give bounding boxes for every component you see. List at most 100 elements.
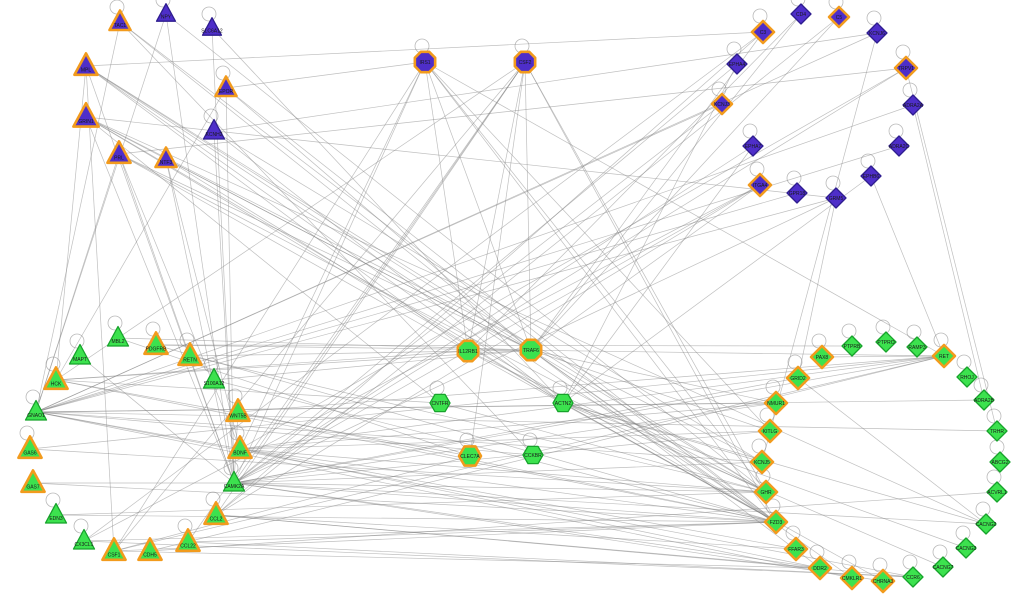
self-loop-ADRA2C	[888, 123, 904, 139]
self-loop-PTPRB	[841, 323, 857, 339]
node-TRHR[interactable]: TRHR	[986, 420, 1008, 442]
edge-PDGFRB-FZD3	[155, 344, 777, 523]
node-KITLG[interactable]: KITLG	[757, 418, 783, 444]
diamond-shape	[875, 331, 897, 353]
self-loop-KCNH2	[203, 108, 219, 124]
edge-CAMK2A-GRID2	[233, 377, 799, 484]
self-loop-MAPT	[69, 333, 85, 349]
node-TAC1[interactable]: TAC1	[108, 9, 132, 32]
node-ITGA4[interactable]: ITGA4	[747, 172, 773, 198]
node-ABCG2[interactable]: ABCG2	[989, 451, 1011, 473]
diamond-shape	[757, 418, 783, 444]
self-loop-ACTN2	[552, 380, 568, 396]
edge-CX3CL1-CCR6	[83, 540, 914, 578]
edge-MPL-FZD3	[85, 65, 777, 523]
node-EPHB6[interactable]: EPHB6	[860, 165, 882, 187]
edge-KCNH2-CAMK2A	[213, 130, 235, 484]
edge-PDGFRB-PTPRB	[155, 344, 853, 347]
node-KCNJ6[interactable]: KCNJ6	[866, 22, 888, 44]
node-GAS6[interactable]: GAS6	[17, 435, 43, 460]
node-MPL[interactable]: MPL	[73, 52, 99, 77]
node-NTF3[interactable]: NTF3	[154, 146, 178, 169]
node-PRL[interactable]: PRL	[106, 140, 132, 165]
node-CCL22[interactable]: CCL22	[175, 528, 201, 553]
node-MBL2[interactable]: MBL2	[106, 325, 130, 347]
node-IL12RB1[interactable]: IL12RB1	[456, 339, 480, 363]
node-CCR6[interactable]: CCR6	[902, 566, 924, 588]
node-GRM5[interactable]: GRM5	[825, 187, 847, 209]
edge-EDN3-FZD3	[55, 514, 777, 523]
node-C3[interactable]: C3	[750, 19, 776, 45]
edge-KCNH2-ACTN2	[213, 130, 564, 404]
edge-ACTN2-CACNG2	[562, 402, 987, 525]
node-CX3CL1[interactable]: CX3CL1	[72, 528, 96, 550]
node-MAPT[interactable]: MAPT	[68, 343, 92, 365]
node-PTPRB[interactable]: PTPRB	[841, 335, 863, 357]
self-loop-EPHA7	[742, 123, 758, 139]
node-CACNG3[interactable]: CACNG3	[955, 537, 977, 559]
edge-GRM5-GNAO1	[35, 197, 837, 413]
edge-GRIN1-CAMK2A	[85, 116, 235, 484]
node-ADRA2C[interactable]: ADRA2C	[888, 135, 910, 157]
octagon-shape	[513, 50, 537, 74]
edge-GRID2-CACNG2	[797, 377, 987, 525]
node-EDN3[interactable]: EDN3	[44, 502, 68, 524]
edge-ACTN2-FZD3	[562, 402, 777, 523]
node-CNTFR[interactable]: CNTFR	[429, 393, 451, 413]
edge-C3-CX3CL1	[83, 31, 764, 542]
edge-IRS1-IL12RB1	[424, 61, 469, 352]
node-HCK[interactable]: HCK	[43, 366, 69, 391]
triangle-shape	[137, 537, 163, 562]
node-RAMP3[interactable]: RAMP3	[906, 336, 928, 358]
node-KCNJ5[interactable]: KCNJ5	[749, 449, 775, 475]
diamond-shape	[989, 451, 1011, 473]
edge-EPOR-TRAF6	[225, 87, 532, 351]
node-TRPV1[interactable]: TRPV1	[893, 55, 919, 81]
node-ADRA2A[interactable]: ADRA2A	[902, 94, 924, 116]
node-DDR2[interactable]: DDR2	[807, 555, 833, 581]
node-GHR[interactable]: GHR	[753, 479, 779, 505]
node-GAS7[interactable]: GAS7	[20, 469, 46, 494]
edge-CCL2-DDR2	[215, 514, 821, 569]
node-CLEC7A[interactable]: CLEC7A	[457, 445, 483, 467]
octagon-shape	[519, 338, 543, 362]
edge-IL12RB1-GHR	[467, 350, 767, 493]
node-S100A12[interactable]: S100A12	[202, 367, 226, 389]
node-ACTN2[interactable]: ACTN2	[552, 393, 574, 413]
node-CSF2[interactable]: CSF2	[513, 50, 537, 74]
node-KCNJ3[interactable]: KCNJ3	[710, 92, 734, 116]
node-PTPRO[interactable]: PTPRO	[875, 331, 897, 353]
node-GPR18[interactable]: GPR18	[786, 182, 808, 204]
self-loop-KCNJ6	[866, 10, 882, 26]
node-KCNH2[interactable]: KCNH2	[202, 118, 226, 140]
triangle-shape	[108, 9, 132, 32]
self-loop-ABCG2	[989, 439, 1005, 455]
triangle-shape	[154, 146, 178, 169]
edge-ACTN2-KCNJ5	[562, 402, 763, 463]
edge-MPL-CAMK2A	[85, 65, 235, 484]
node-RET[interactable]: RET	[931, 343, 957, 369]
triangle-shape	[73, 52, 99, 77]
node-CMKLR1[interactable]: CMKLR1	[839, 565, 865, 591]
node-CCKBR[interactable]: CCKBR	[522, 445, 544, 465]
node-PAX8[interactable]: PAX8	[809, 344, 835, 370]
node-ADRA2B[interactable]: ADRA2B	[973, 389, 995, 411]
node-SLC6A12[interactable]: SLC6A12	[201, 16, 223, 36]
node-ACVRL1[interactable]: ACVRL1	[986, 481, 1008, 503]
triangle-shape	[24, 399, 48, 421]
node-C5[interactable]: C5	[827, 5, 851, 29]
node-EPHA7[interactable]: EPHA7	[742, 135, 764, 157]
edge-BDNF-GHR	[239, 448, 767, 493]
node-TRAF6[interactable]: TRAF6	[519, 338, 543, 362]
node-EPOR[interactable]: EPOR	[214, 75, 238, 98]
node-CACNG2[interactable]: CACNG2	[975, 513, 997, 535]
edge-EPHA4-ACTN2	[562, 63, 738, 404]
node-CACNG7[interactable]: CACNG7	[932, 556, 954, 578]
triangle-shape	[177, 342, 203, 367]
node-IRS1[interactable]: IRS1	[413, 50, 437, 74]
edge-CCL22-CCR6	[187, 541, 914, 578]
edge-IRS1-CAMK2A	[233, 61, 426, 484]
node-PDGFRB[interactable]: PDGFRB	[143, 331, 169, 356]
node-GRIN1[interactable]: GRIN1	[72, 101, 100, 128]
